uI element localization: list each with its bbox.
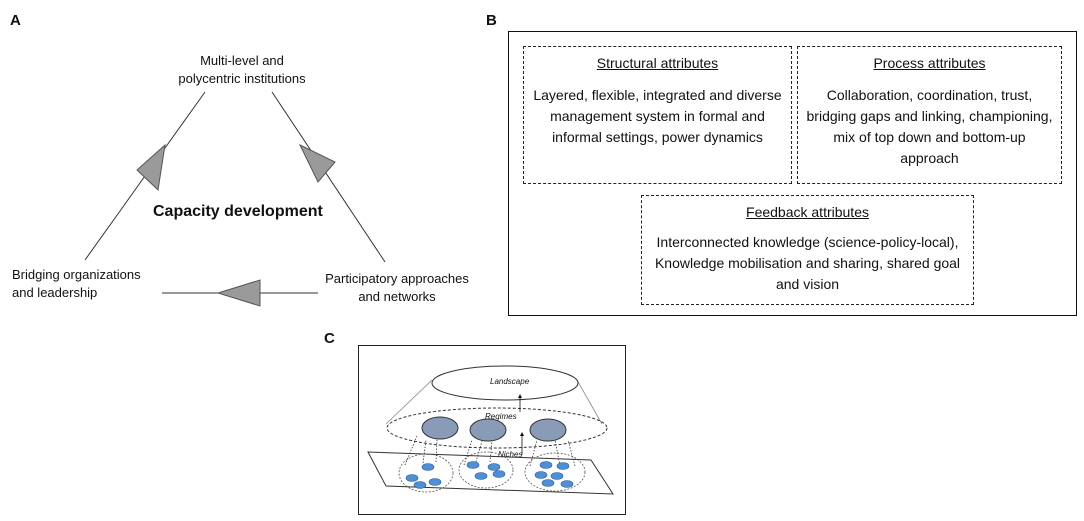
niche-dots [405,461,574,489]
arrow-left-bottom-edge [216,279,261,307]
feedback-title: Feedback attributes [746,204,869,220]
process-box: Process attributes Collaboration, coordi… [797,46,1062,184]
node-left-line2: and leadership [12,285,98,300]
node-top-line1: Multi-level and [200,53,284,68]
structural-title: Structural attributes [596,55,719,71]
node-left-line1: Bridging organizations [12,267,141,282]
process-body: Collaboration, coordination, trust, brid… [806,87,1053,166]
node-top: Multi-level and polycentric institutions [162,52,322,88]
structural-box: Structural attributes Layered, flexible,… [523,46,792,184]
center-title: Capacity development [153,203,323,220]
niche-arrows [404,435,576,467]
arrow-up-left-edge [136,143,166,192]
landscape-ellipse [431,365,579,401]
cone-left-line [385,379,433,425]
feedback-box: Feedback attributes Interconnected knowl… [641,195,974,305]
feedback-body: Interconnected knowledge (science-policy… [654,234,961,292]
node-right-line1: Participatory approaches [325,271,469,286]
niche-cluster [458,451,514,489]
node-right: Participatory approaches and networks [322,270,472,306]
edge-top-right [271,91,386,263]
node-top-line2: polycentric institutions [178,71,306,86]
regimes-ellipse [386,407,608,449]
regimes-label: Regimes [485,412,517,421]
niche-cluster [524,452,586,492]
attributes-frame [508,31,1077,316]
regime-circle [469,418,507,442]
regime-circle [529,418,567,442]
capacity-triangle-diagram [84,91,386,307]
node-left: Bridging organizations and leadership [12,266,162,302]
niche-cluster [398,453,454,493]
niches-label: Niches [498,450,522,459]
panel-c-label: C [324,330,335,347]
cone-right-line [576,379,603,425]
panel-a-label: A [10,12,21,29]
structural-body: Layered, flexible, integrated and divers… [533,87,782,145]
process-title: Process attributes [873,55,986,71]
multilevel-frame [358,345,626,515]
node-right-line2: and networks [358,289,436,304]
panel-b-label: B [486,12,497,29]
arrow-down-right-edge [298,143,336,183]
landscape-label: Landscape [490,377,530,386]
regime-circle [421,416,459,440]
